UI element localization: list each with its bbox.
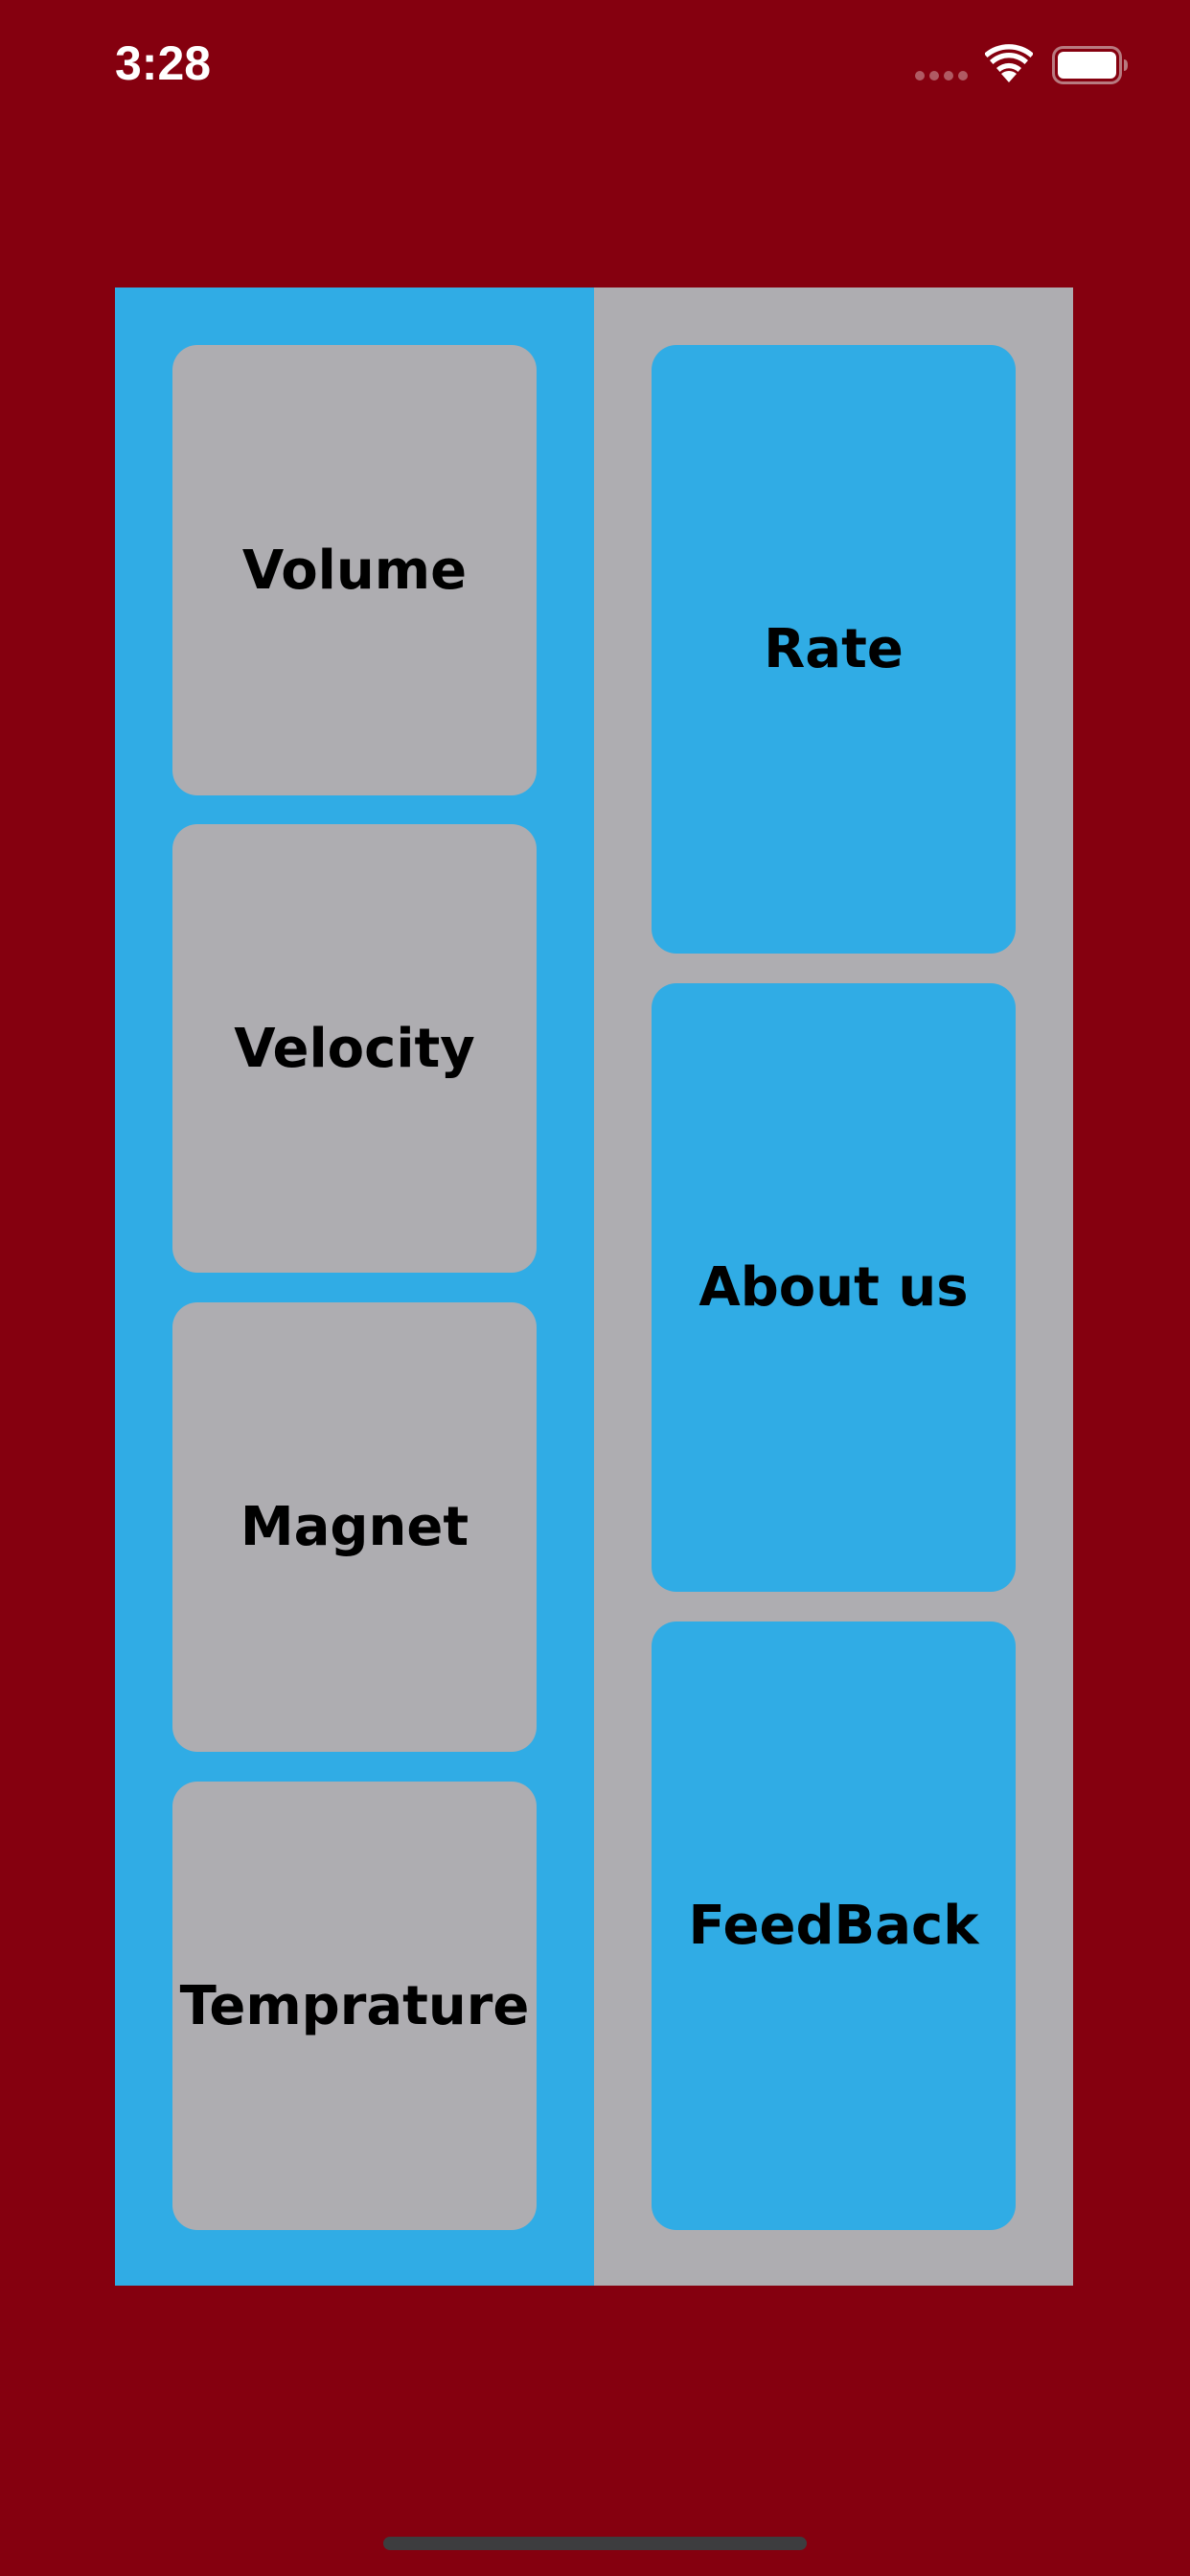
cellular-signal-icon (915, 71, 968, 80)
battery-icon (1052, 46, 1128, 84)
rate-button[interactable]: Rate (652, 345, 1016, 954)
home-indicator[interactable] (383, 2537, 807, 2550)
about-us-button-label: About us (698, 1256, 969, 1319)
temprature-button-label: Temprature (179, 1974, 530, 2037)
feedback-button[interactable]: FeedBack (652, 1622, 1016, 2230)
volume-button[interactable]: Volume (172, 345, 537, 795)
rate-button-label: Rate (764, 618, 904, 680)
velocity-button-label: Velocity (234, 1017, 475, 1080)
magnet-button[interactable]: Magnet (172, 1302, 537, 1752)
volume-button-label: Volume (241, 539, 468, 602)
status-bar: 3:28 (0, 0, 1190, 134)
left-menu-panel: Volume Velocity Magnet Temprature (115, 288, 594, 2286)
feedback-button-label: FeedBack (688, 1895, 979, 1957)
status-time: 3:28 (115, 36, 212, 90)
magnet-button-label: Magnet (240, 1496, 469, 1558)
velocity-button[interactable]: Velocity (172, 824, 537, 1273)
wifi-icon (985, 44, 1033, 82)
temprature-button[interactable]: Temprature (172, 1782, 537, 2230)
about-us-button[interactable]: About us (652, 983, 1016, 1592)
right-menu-panel: Rate About us FeedBack (594, 288, 1073, 2286)
